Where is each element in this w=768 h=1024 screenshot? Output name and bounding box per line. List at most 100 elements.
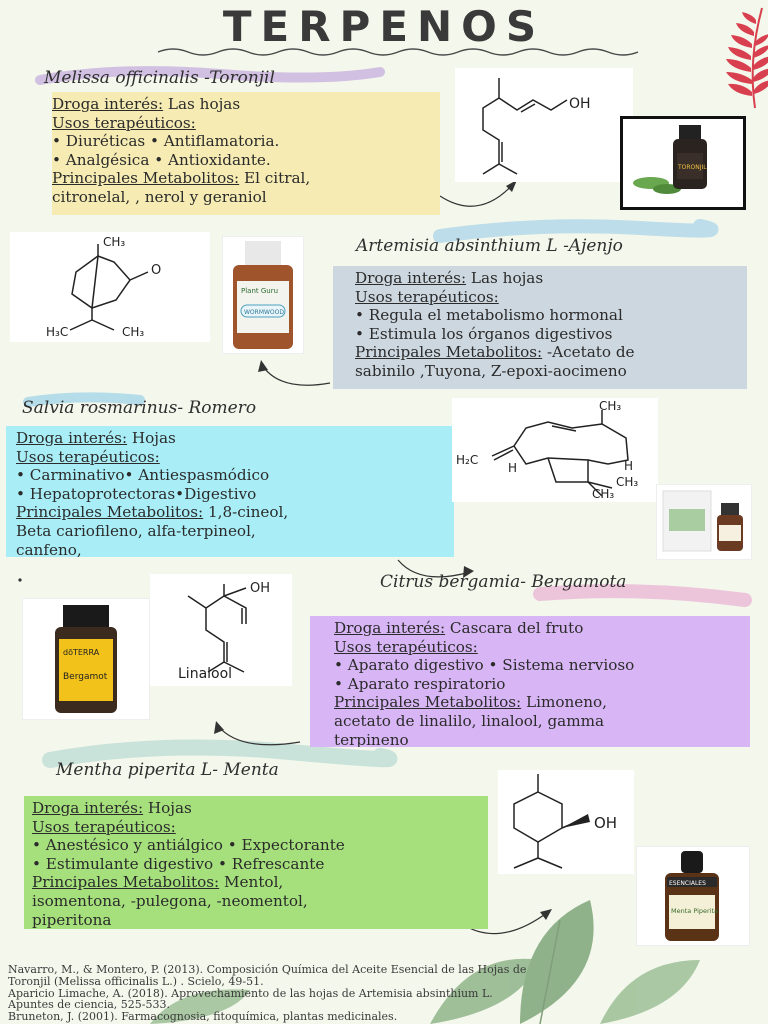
molecule-thujone: CH₃ O H₃C CH₃ [10, 232, 210, 342]
ch3-label: CH₃ [599, 399, 621, 413]
droga-label: Droga interés: [16, 429, 128, 447]
o-label: O [151, 263, 161, 278]
h-label: H [624, 459, 633, 473]
reference-line: Aparicio Limache, A. (2018). Aprovechami… [8, 986, 493, 1000]
droga-label: Droga interés: [52, 95, 164, 113]
h-label: H [508, 461, 517, 475]
brush-blue-2 [433, 219, 719, 243]
droga-value: Hojas [147, 799, 192, 817]
brush-blue-3 [23, 392, 145, 407]
arrow-2-head [258, 360, 268, 372]
metab-value: El citral, [244, 169, 311, 188]
metab-cont: canfeno, [16, 540, 82, 557]
oh-label: OH [250, 581, 270, 596]
wormwood-label: WORMWOOD [244, 309, 284, 316]
plant-name-mentha: Mentha piperita L- Menta [56, 760, 279, 780]
esenciales-label: ESENCIALES [669, 880, 706, 887]
reference-line: Bruneton, J. (2001). Farmacognosia, fito… [8, 1010, 398, 1024]
info-box-citrus: Droga interés: Cascara del fruto Usos te… [310, 616, 750, 747]
droga-label: Droga interés: [355, 269, 467, 287]
uso-item: • Regula el metabolismo hormonal [355, 306, 623, 325]
info-box-artemisia: Droga interés: Las hojas Usos terapéutic… [333, 266, 747, 389]
metab-value: -Acetato de [547, 343, 635, 362]
reference-line: Toronjil (Melissa officinalis L.) . Scie… [8, 974, 264, 988]
usos-label: Usos terapéuticos: [32, 817, 176, 836]
product-image-toronjil: TORONJIL [620, 116, 746, 210]
brush-pink-4 [533, 584, 752, 607]
bergamot-label: Bergamot [63, 672, 108, 682]
metab-label: Principales Metabolitos: [52, 169, 240, 188]
reference-line: Apuntes de ciencia, 525-533. [8, 998, 170, 1012]
h2c-label: H₂C [456, 453, 478, 467]
arrow-4-head [214, 721, 224, 734]
arrow-1 [439, 181, 516, 207]
brush-purple-1 [35, 66, 385, 85]
usos-label: Usos terapéuticos: [355, 287, 499, 306]
ch3-label: CH₃ [103, 235, 125, 249]
ch3-label: CH₃ [122, 325, 144, 339]
droga-label: Droga interés: [32, 799, 144, 817]
usos-label: Usos terapéuticos: [16, 447, 160, 466]
droga-label: Droga interés: [334, 619, 446, 637]
toronjil-label: TORONJIL [677, 164, 707, 171]
metab-cont: terpineno [334, 730, 409, 747]
info-box-salvia: Droga interés: Hojas Usos terapéuticos: … [6, 426, 454, 557]
uso-item: • Aparato digestivo • Sistema nervioso [334, 656, 635, 675]
brush-teal-5 [42, 739, 398, 768]
title-squiggle [157, 48, 639, 56]
metab-cont: acetato de linalilo, linalool, gamma [334, 711, 605, 730]
metab-cont: Beta cariofileno, alfa-terpineol, [16, 521, 256, 540]
product-image-romero [656, 484, 752, 560]
product-image-wormwood: Plant Guru WORMWOOD [222, 236, 304, 354]
plant-name-citrus: Citrus bergamia- Bergamota [380, 572, 627, 592]
droga-value: Hojas [131, 429, 176, 447]
metab-label: Principales Metabolitos: [16, 503, 204, 522]
usos-label: Usos terapéuticos: [52, 113, 196, 132]
leaves-bottom-icon [150, 900, 700, 1024]
dot [18, 578, 22, 582]
usos-label: Usos terapéuticos: [334, 637, 478, 656]
metab-cont: piperitona [32, 910, 112, 929]
arrow-5-head [540, 909, 552, 920]
arrow-2 [261, 364, 331, 386]
plant-guru-label: Plant Guru [241, 287, 278, 295]
product-image-menta: ESENCIALES Menta Piperita [636, 846, 750, 946]
plant-name-melissa: Melissa officinalis -Toronjil [44, 68, 275, 88]
page-title: TERPENOS [222, 2, 546, 51]
droga-value: Las hojas [167, 95, 241, 113]
molecule-geraniol: OH [455, 68, 633, 182]
arrow-1-head [506, 180, 517, 192]
metab-cont: citronelal, , nerol y geraniol [52, 187, 267, 206]
ch3-label: CH₃ [592, 487, 614, 501]
molecule-caryophyllene: CH₃ H₂C H H CH₃ CH₃ [452, 398, 658, 502]
arrow-3 [397, 559, 471, 578]
info-box-mentha: Droga interés: Hojas Usos terapéuticos: … [24, 796, 488, 929]
h3c-label: H₃C [46, 325, 68, 339]
molecule-menthol: OH [498, 770, 634, 874]
uso-item: • Anestésico y antiálgico • Expectorante [32, 836, 345, 855]
uso-item: • Aparato respiratorio [334, 674, 506, 693]
metab-value: Mentol, [224, 873, 284, 892]
info-box-melissa: Droga interés: Las hojas Usos terapéutic… [52, 92, 440, 215]
metab-label: Principales Metabolitos: [355, 343, 543, 362]
arrow-3-head [463, 566, 474, 578]
uso-item: • Estimulante digestivo • Refrescante [32, 854, 325, 873]
arrow-4 [217, 725, 301, 746]
oh-label: OH [569, 96, 591, 112]
uso-item: • Carminativo• Antiespasmódico [16, 466, 270, 485]
uso-item: • Hepatoprotectoras•Digestivo [16, 484, 257, 503]
doterra-label: dōTERRA [63, 648, 100, 657]
oh-label: OH [594, 814, 617, 832]
red-leaf-icon [726, 7, 768, 109]
uso-item: • Analgésica • Antioxidante. [52, 150, 271, 169]
uso-item: • Estimula los órganos digestivos [355, 324, 613, 343]
molecule-linalool: OH Linalool [150, 574, 292, 686]
droga-value: Las hojas [470, 269, 544, 287]
metab-cont: sabinilo ,Tuyona, Z-epoxi-aocimeno [355, 361, 627, 380]
droga-value: Cascara del fruto [449, 619, 584, 637]
metab-label: Principales Metabolitos: [334, 693, 522, 712]
linalool-label: Linalool [178, 666, 232, 682]
ch3-label: CH₃ [616, 475, 638, 489]
metab-cont: isomentona, -pulegona, -neomentol, [32, 891, 308, 910]
